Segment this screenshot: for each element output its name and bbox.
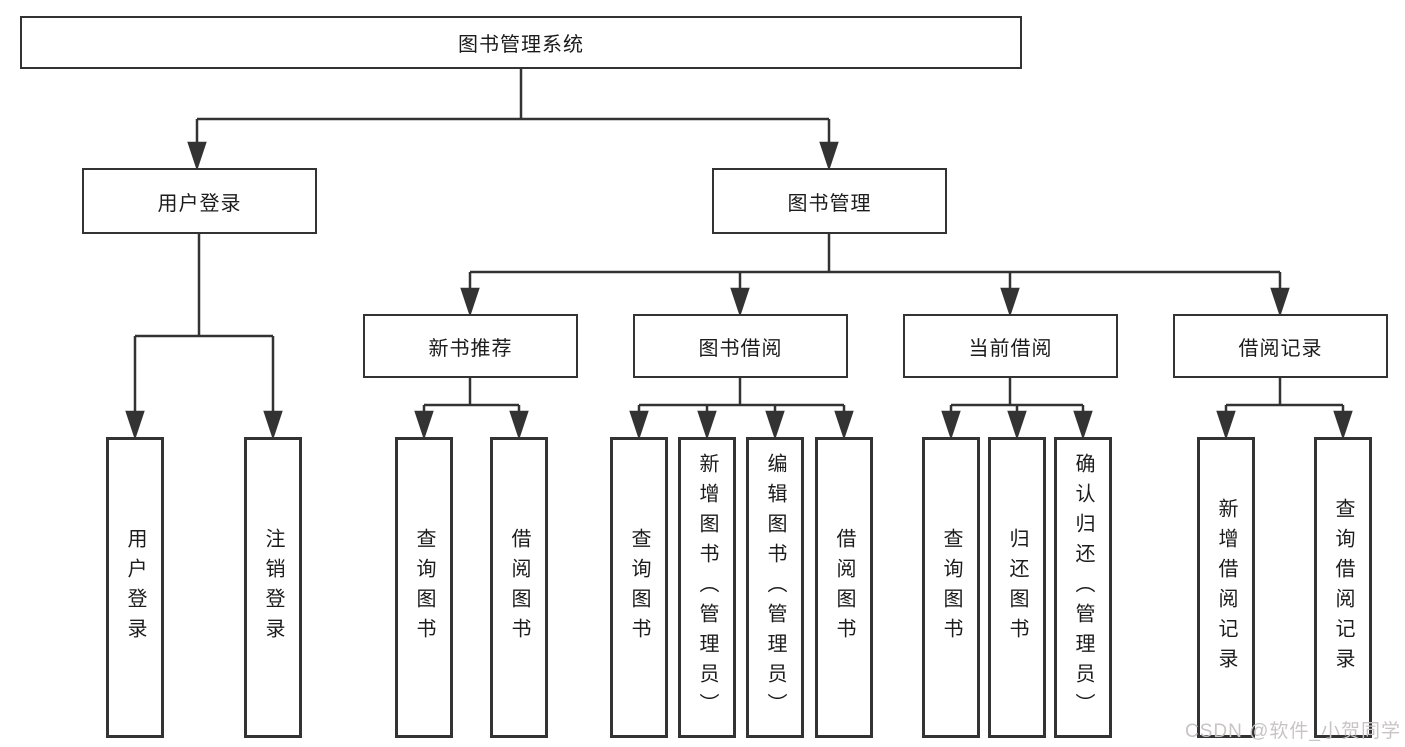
node-label: 新增借阅记录 [1215,497,1237,678]
node-label: 新书推荐 [428,337,513,360]
arrow-down-icon [1333,410,1353,440]
arrow-down-icon [629,410,649,440]
arrow-down-icon [941,410,961,440]
leaf-query-books: 查询图书 [922,437,980,738]
arrow-down-icon [125,410,145,440]
node-label: 借阅记录 [1238,337,1323,360]
node-borrowing-records: 借阅记录 [1173,314,1388,378]
node-label: 查询图书 [628,527,650,648]
node-label: 注销登录 [262,527,284,648]
node-label: 图书管理系统 [458,34,584,56]
arrow-down-icon [1000,287,1020,317]
leaf-query-books: 查询图书 [610,437,668,738]
node-label: 确认归还（管理员） [1072,452,1094,723]
node-new-book-recommend: 新书推荐 [363,314,578,378]
leaf-query-books: 查询图书 [395,437,453,738]
node-label: 编辑图书（管理员） [764,452,786,723]
node-label: 归还图书 [1006,527,1028,648]
arrow-down-icon [1216,410,1236,440]
leaf-logout-login: 注销登录 [244,437,302,738]
leaf-borrow-books: 借阅图书 [815,437,873,738]
arrow-down-icon [819,141,839,171]
csdn-watermark: CSDN @软件_小贺同学 [1185,721,1401,742]
node-book-management: 图书管理 [712,168,947,234]
leaf-query-borrow-record: 查询借阅记录 [1314,437,1372,738]
arrow-down-icon [509,410,529,440]
arrow-down-icon [765,410,785,440]
arrow-down-icon [1270,287,1290,317]
node-label: 用户登录 [157,192,242,215]
leaf-confirm-return-admin: 确认归还（管理员） [1054,437,1112,738]
leaf-borrow-books: 借阅图书 [490,437,548,738]
node-label: 借阅图书 [508,527,530,648]
arrow-down-icon [414,410,434,440]
node-label: 查询图书 [413,527,435,648]
node-current-borrowing: 当前借阅 [903,314,1118,378]
arrow-down-icon [187,141,207,171]
arrow-down-icon [834,410,854,440]
node-label: 图书借阅 [698,337,783,360]
leaf-return-books: 归还图书 [988,437,1046,738]
node-label: 查询图书 [940,527,962,648]
node-user-login: 用户登录 [82,168,317,234]
node-label: 图书管理 [787,192,872,215]
node-label: 借阅图书 [833,527,855,648]
arrow-down-icon [697,410,717,440]
node-book-management-system: 图书管理系统 [20,16,1022,69]
node-label: 新增图书（管理员） [696,452,718,723]
leaf-add-books-admin: 新增图书（管理员） [678,437,736,738]
arrow-down-icon [730,287,750,317]
arrow-down-icon [460,287,480,317]
node-book-borrowing: 图书借阅 [633,314,848,378]
node-label: 查询借阅记录 [1332,497,1354,678]
node-label: 用户登录 [124,527,146,648]
leaf-add-borrow-record: 新增借阅记录 [1197,437,1255,738]
arrow-down-icon [263,410,283,440]
arrow-down-icon [1073,410,1093,440]
arrow-down-icon [1007,410,1027,440]
leaf-user-login: 用户登录 [106,437,164,738]
node-label: 当前借阅 [968,337,1053,360]
leaf-edit-books-admin: 编辑图书（管理员） [746,437,804,738]
